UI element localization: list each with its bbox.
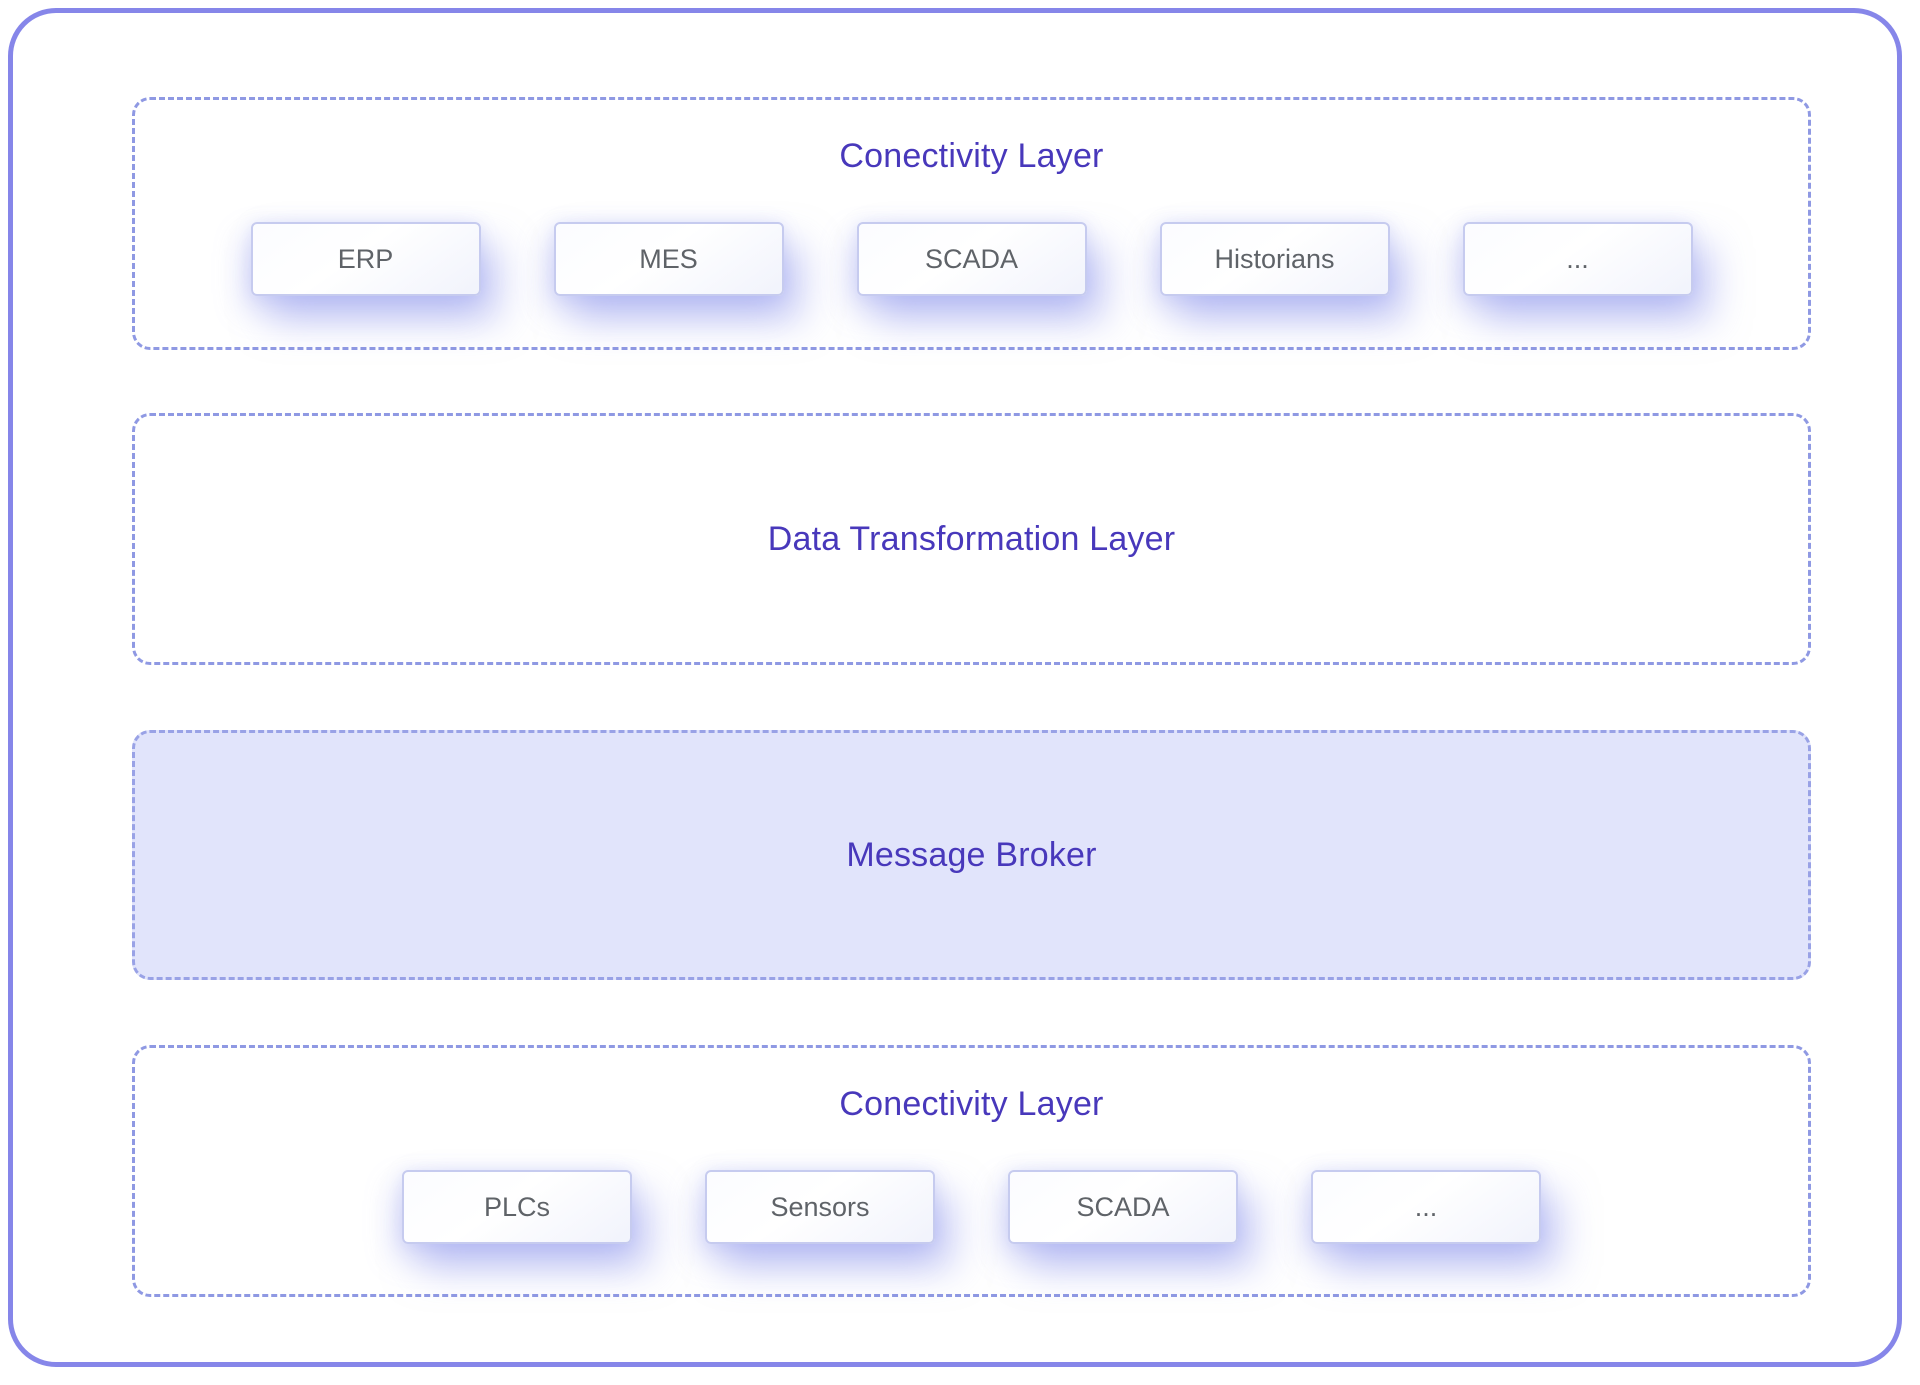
system-box: MES — [553, 222, 784, 296]
section-title-message-broker: Message Broker — [846, 836, 1097, 874]
section-message-broker: Message Broker — [132, 730, 1811, 980]
item-row-connectivity-top: ERP MES SCADA Historians... — [135, 222, 1808, 296]
section-connectivity-top: Conectivity Layer ERP MES SCADA Historians.… — [132, 97, 1811, 350]
system-box: SCADA — [856, 222, 1087, 296]
section-title-connectivity-top: Conectivity Layer — [839, 137, 1104, 175]
system-box: PLCs — [402, 1170, 632, 1244]
section-title-connectivity-bottom: Conectivity Layer — [839, 1085, 1104, 1123]
system-box: ... — [1462, 222, 1693, 296]
system-box: Historians — [1159, 222, 1390, 296]
system-box: ... — [1311, 1170, 1541, 1244]
system-box: ERP — [250, 222, 481, 296]
section-title-data-transformation: Data Transformation Layer — [767, 520, 1176, 558]
outer-frame: Conectivity Layer ERP MES SCADA Historians.… — [8, 8, 1902, 1367]
system-box: SCADA — [1008, 1170, 1238, 1244]
section-connectivity-bottom: Conectivity Layer PLCs Sensors SCADA... — [132, 1045, 1811, 1297]
section-data-transformation: Data Transformation Layer — [132, 413, 1811, 665]
item-row-connectivity-bottom: PLCs Sensors SCADA... — [135, 1170, 1808, 1244]
system-box: Sensors — [705, 1170, 935, 1244]
